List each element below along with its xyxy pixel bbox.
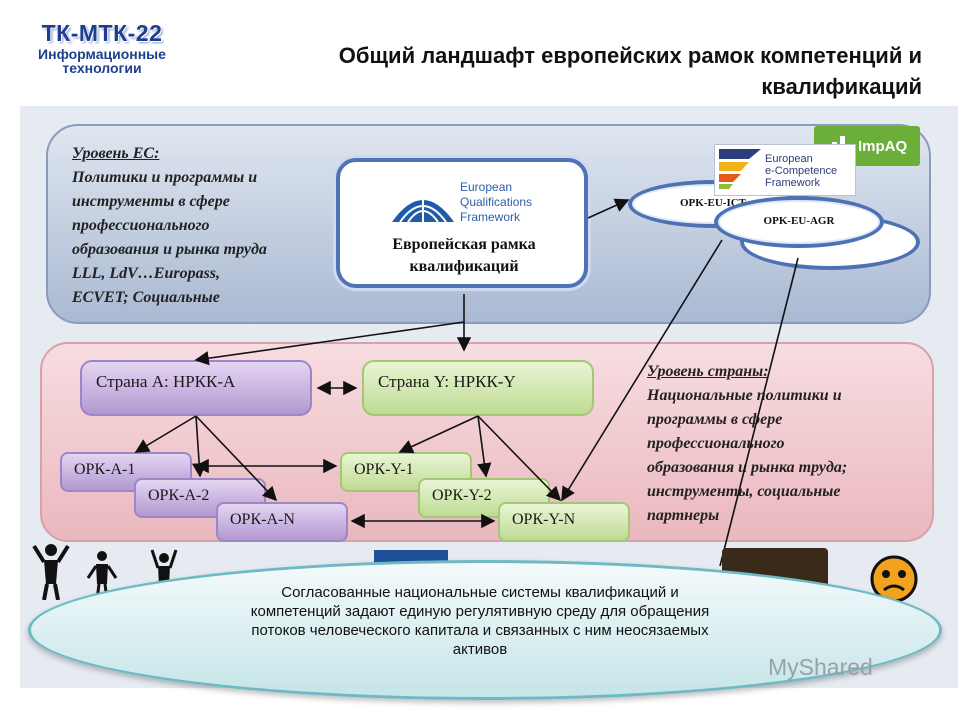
country-level-line-5: инструменты, социальные	[647, 483, 841, 500]
eqf-box: European Qualifications Framework Европе…	[336, 158, 588, 288]
logo: ТК-МТК-22 Информационные технологии	[22, 20, 182, 90]
country-level-line-4: образования и рынка труда;	[647, 459, 848, 476]
summary-oval	[28, 560, 942, 700]
worried-face-icon	[870, 555, 918, 603]
arrow-a-to-a1	[134, 415, 197, 453]
watermark: MyShared	[768, 654, 873, 681]
ecf-stripes-icon	[719, 149, 761, 189]
country-y-nrkk-label: Страна Y: НРКК-Y	[378, 372, 516, 391]
eqf-ru-line-1: Европейская рамка	[392, 236, 536, 253]
eqf-bridge-icon	[392, 194, 454, 223]
country-level-line-2: программы в сфере	[647, 411, 783, 428]
logo-subtitle-2: технологии	[62, 60, 142, 76]
logo-title: ТК-МТК-22	[41, 20, 163, 46]
ecf-line-1: European	[765, 153, 813, 165]
summary-line-2: компетенций задают единую регулятивную с…	[250, 603, 710, 620]
arrow-y-to-y1	[398, 415, 479, 454]
country-a-nrkk-box: Страна А: НРКК-А	[80, 360, 312, 416]
ecf-line-2: e-Competence	[765, 165, 838, 177]
opk-y-1-label: ОРК-Y-1	[354, 461, 414, 478]
slide-title-line-1: Общий ландшафт европейских рамок компете…	[338, 43, 922, 68]
eqf-en-line-3: Framework	[460, 210, 521, 224]
summary-line-4: активов	[452, 641, 508, 658]
opk-y-1-box: ОРК-Y-1	[340, 452, 472, 492]
country-level-text: Уровень страны: Национальные политики и …	[647, 360, 847, 528]
country-y-nrkk-box: Страна Y: НРКК-Y	[362, 360, 594, 416]
arrow-y-to-y2	[477, 415, 492, 478]
eqf-en-line-1: European	[460, 180, 513, 194]
eu-level-text: Уровень ЕС: Политики и программы и инстр…	[72, 142, 267, 310]
opk-y-n-box: ОРК-Y-N	[498, 502, 630, 542]
eu-level-heading: Уровень ЕС:	[72, 145, 160, 162]
impaq-label: ImpAQ	[858, 138, 908, 155]
country-level-line-6: партнеры	[647, 507, 720, 524]
opk-a-2-label: ОРК-А-2	[148, 487, 210, 504]
slide-title-line-2: квалификаций	[761, 74, 922, 99]
person-cheering-icon	[32, 544, 70, 600]
eqf-en-line-2: Qualifications	[460, 195, 533, 209]
opk-eu-agr-label: OPK-EU-AGR	[763, 215, 835, 227]
arrow-y-to-yn	[477, 415, 562, 502]
opk-eu-agr-orb: OPK-EU-AGR	[714, 196, 884, 248]
eu-level-line-3: профессионального	[72, 217, 210, 234]
country-a-nrkk-label: Страна А: НРКК-А	[96, 372, 236, 391]
summary-line-3: потоков человеческого капитала и связанн…	[251, 622, 709, 639]
country-level-line-1: Национальные политики и	[647, 387, 842, 404]
ecf-line-3: Framework	[765, 177, 821, 189]
ecf-name: European e-Competence Framework	[765, 153, 837, 189]
eqf-english-name: European Qualifications Framework	[460, 180, 532, 225]
eqf-russian-name: Европейская рамка квалификаций	[352, 234, 576, 278]
eqf-ru-line-2: квалификаций	[409, 258, 519, 275]
watermark-text: MyShared	[768, 654, 873, 680]
eu-level-line-1: Политики и программы и	[72, 169, 258, 186]
arrow-agr-to-yn	[561, 239, 723, 502]
opk-y-n-label: ОРК-Y-N	[512, 511, 576, 528]
eu-level-line-6: ECVET; Социальные	[72, 289, 220, 306]
ecf-logo: European e-Competence Framework	[714, 144, 856, 196]
eu-level-line-2: инструменты в сфере	[72, 193, 230, 210]
opk-a-1-label: ОРК-А-1	[74, 461, 136, 478]
country-level-heading: Уровень страны:	[647, 363, 769, 380]
logo-subtitle-1: Информационные	[38, 46, 166, 62]
arrow-a-to-a2	[191, 415, 207, 478]
arrow-eqf-to-country-a	[194, 321, 465, 366]
eu-level-line-5: LLL, LdV…Europass,	[72, 265, 221, 282]
summary-text: Согласованные национальные системы квали…	[150, 583, 810, 659]
opk-y-2-label: ОРК-Y-2	[432, 487, 492, 504]
opk-a-n-box: ОРК-А-N	[216, 502, 348, 542]
arrow-eqf-to-ict	[587, 198, 630, 219]
arrow-a-to-an	[195, 415, 278, 502]
slide-title: Общий ландшафт европейских рамок компете…	[200, 40, 922, 102]
eu-level-line-4: образования и рынка труда	[72, 241, 267, 258]
summary-line-1: Согласованные национальные системы квали…	[281, 584, 679, 601]
opk-a-n-label: ОРК-А-N	[230, 511, 295, 528]
line-agr-down	[719, 257, 799, 567]
